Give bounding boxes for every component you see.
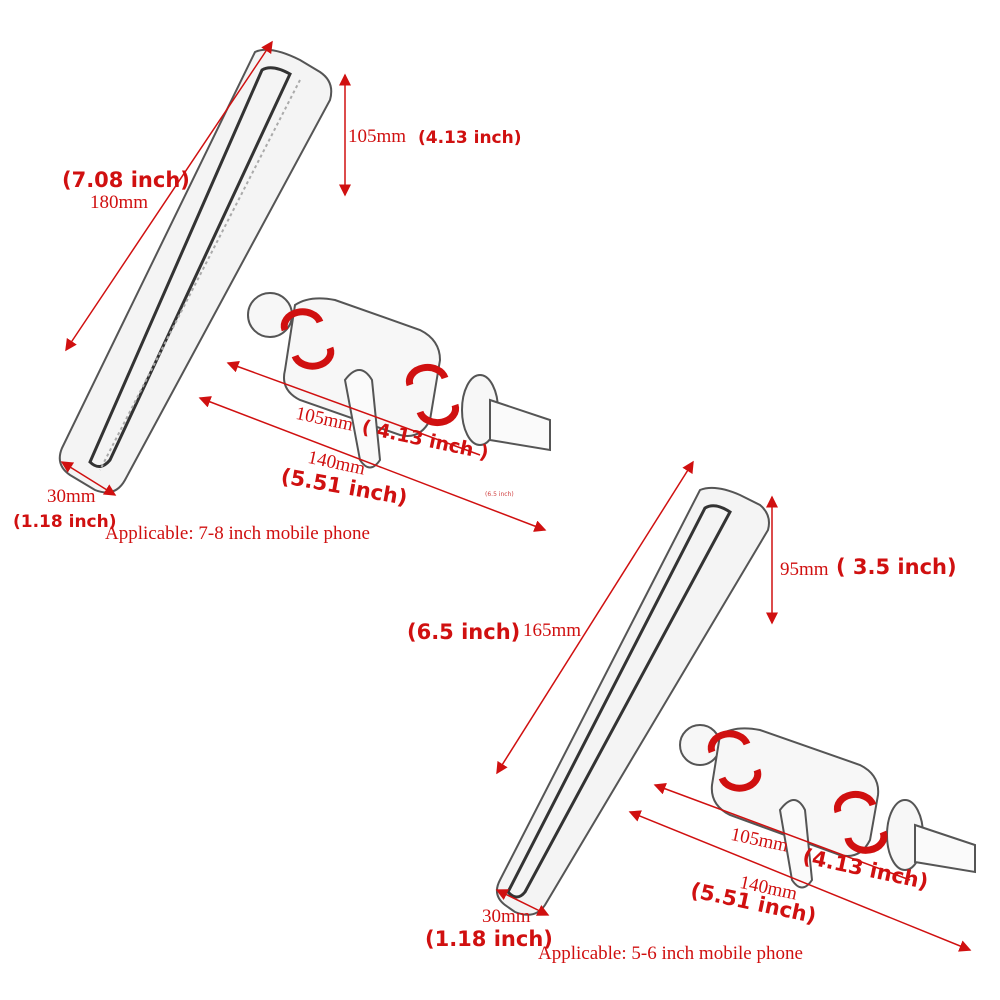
- dimension-lines-large: [60, 40, 547, 532]
- size-note-label: (6.5 inch): [485, 491, 514, 498]
- applicable-label: Applicable: 7-8 inch mobile phone: [105, 523, 370, 544]
- length-mm-label: 165mm: [523, 620, 582, 641]
- width-inch-label: ( 3.5 inch): [836, 555, 957, 579]
- width-mm-label: 95mm: [780, 559, 829, 580]
- depth-inch-label: (1.18 inch): [13, 512, 117, 532]
- length-inch-label: (6.5 inch): [407, 620, 521, 644]
- width-mm-label: 105mm: [348, 126, 407, 147]
- applicable-label: Applicable: 5-6 inch mobile phone: [538, 943, 803, 964]
- depth-inch-label: (1.18 inch): [425, 927, 553, 951]
- length-inch-label: (7.08 inch): [62, 168, 190, 192]
- length-mm-label: 180mm: [90, 192, 149, 213]
- depth-mm-label: 30mm: [482, 906, 531, 927]
- width-inch-label: (4.13 inch): [418, 128, 522, 148]
- dimension-lines-small: [495, 460, 972, 952]
- depth-mm-label: 30mm: [47, 486, 96, 507]
- phone-holder-small: [495, 486, 976, 916]
